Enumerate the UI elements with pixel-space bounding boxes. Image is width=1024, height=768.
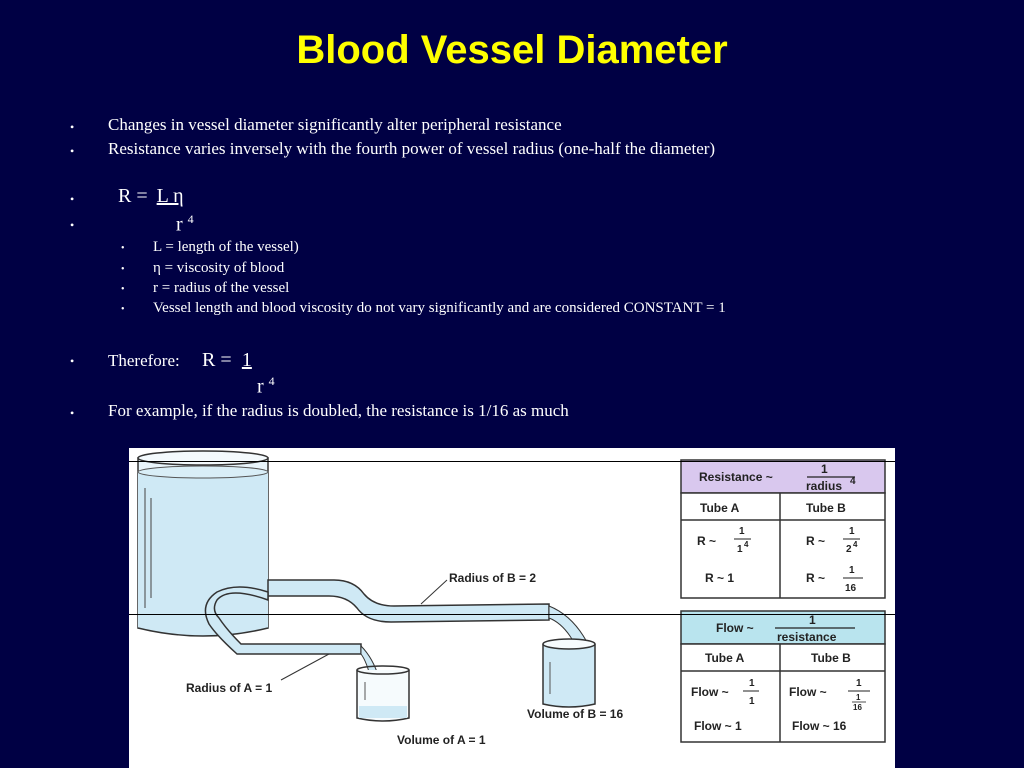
definition-item: η = viscosity of blood — [153, 260, 285, 276]
divider-line — [129, 461, 895, 462]
bullet-text: Changes in vessel diameter significantly… — [108, 115, 562, 134]
label-volume-a: Volume of A = 1 — [397, 733, 486, 747]
figure-svg: Radius of B = 2 Radius of A = 1 Volume o… — [137, 450, 886, 747]
divider-line — [129, 614, 895, 615]
res-a-den: 1 — [737, 544, 743, 555]
resistance-header-den: radius — [806, 479, 842, 493]
formula2-denominator: r 4 — [257, 374, 275, 399]
bullet-text: Resistance varies inversely with the fou… — [108, 139, 716, 158]
resistance-col-a: Tube A — [700, 501, 740, 515]
resistance-header-num: 1 — [821, 462, 828, 476]
sub-bullet-dot: • — [121, 284, 125, 295]
label-volume-b: Volume of B = 16 — [527, 707, 623, 721]
flow-header: Flow ~ — [716, 621, 754, 635]
flow-b-sym: Flow ~ — [789, 685, 827, 699]
flow-header-den: resistance — [777, 630, 837, 644]
formula-therefore: Therefore: R = 1 — [108, 349, 252, 372]
bullet-dot: • — [70, 144, 75, 158]
resistance-header: Resistance ~ — [699, 470, 773, 484]
res-b-den: 2 — [846, 544, 852, 555]
formula-lhs: R = — [118, 185, 148, 207]
res-a-exp: 4 — [744, 540, 749, 549]
res-a-result: R ~ 1 — [705, 571, 734, 585]
sub-bullet-dot: • — [121, 264, 125, 275]
leader-line — [280, 653, 330, 681]
definition-item: r = radius of the vessel — [153, 280, 290, 296]
resistance-table: Resistance ~ 1 radius 4 Tube A Tube B R … — [680, 459, 886, 599]
res-b-sym2: R ~ — [806, 571, 825, 585]
formula-resistance: R = L η — [118, 185, 184, 208]
res-b-exp: 4 — [853, 540, 858, 549]
formula-exponent: 4 — [187, 212, 194, 226]
leader-line — [420, 579, 448, 605]
tube-b — [267, 579, 550, 623]
definition-item: Vessel length and blood viscosity do not… — [153, 300, 726, 316]
flow-table: Flow ~ 1 resistance Tube A Tube B Flow ~… — [680, 610, 886, 743]
flow-b-den-den: 16 — [853, 703, 862, 712]
resistance-col-b: Tube B — [806, 501, 846, 515]
bullet-dot: • — [70, 192, 75, 206]
sub-bullet-dot: • — [121, 304, 125, 315]
flow-header-num: 1 — [809, 613, 816, 627]
res-b-sym: R ~ — [806, 534, 825, 548]
formula2-den-r: r — [257, 375, 264, 398]
beaker-b — [542, 638, 596, 708]
res-a-sym: R ~ — [697, 534, 716, 548]
flow-a-den: 1 — [749, 696, 755, 707]
resistance-flow-figure: Radius of B = 2 Radius of A = 1 Volume o… — [129, 448, 895, 768]
beaker-a — [356, 665, 410, 722]
flow-a-sym: Flow ~ — [691, 685, 729, 699]
bullet-dot: • — [70, 218, 75, 232]
reservoir-tank — [137, 450, 269, 637]
therefore-label: Therefore: — [108, 351, 180, 370]
flow-b-den-num: 1 — [856, 693, 861, 702]
res-b-res-num: 1 — [849, 565, 855, 576]
formula2-numerator: 1 — [241, 349, 252, 371]
bullet-dot: • — [70, 354, 75, 368]
flow-b-num: 1 — [856, 678, 862, 689]
label-radius-b: Radius of B = 2 — [449, 571, 536, 585]
formula2-exponent: 4 — [268, 374, 275, 388]
formula-den-r: r — [176, 213, 183, 236]
resistance-header-exp: 4 — [850, 476, 856, 487]
res-a-num: 1 — [739, 526, 745, 537]
flow-col-b: Tube B — [811, 651, 851, 665]
label-radius-a: Radius of A = 1 — [186, 681, 272, 695]
res-b-res-den: 16 — [845, 583, 857, 594]
slide-title: Blood Vessel Diameter — [296, 28, 728, 72]
flow-a-result: Flow ~ 1 — [694, 719, 742, 733]
flow-a-num: 1 — [749, 678, 755, 689]
res-b-num: 1 — [849, 526, 855, 537]
bullet-dot: • — [70, 120, 75, 134]
bullet-text: For example, if the radius is doubled, t… — [108, 401, 569, 420]
formula-numerator: L η — [156, 185, 184, 207]
flow-col-a: Tube A — [705, 651, 745, 665]
bullet-dot: • — [70, 406, 75, 420]
flow-b-result: Flow ~ 16 — [792, 719, 847, 733]
formula-denominator: r 4 — [176, 212, 194, 237]
sub-bullet-dot: • — [121, 243, 125, 254]
definition-item: L = length of the vessel) — [153, 239, 299, 255]
formula2-lhs: R = — [201, 349, 232, 371]
